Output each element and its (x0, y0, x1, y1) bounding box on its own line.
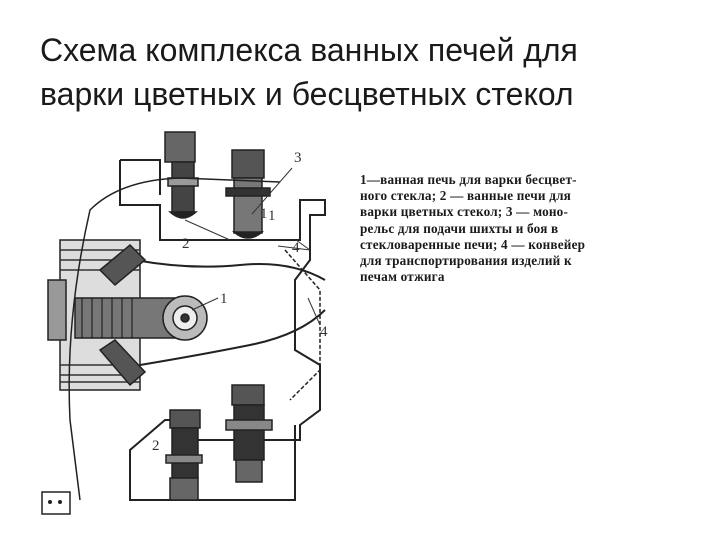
title-line-1: Схема комплекса ванных печей для (40, 32, 578, 68)
label-1-top: 1 (260, 206, 268, 222)
control-box (41, 491, 71, 515)
label-1-main: 1 (220, 291, 228, 307)
caption-line: рельс для подачи шихты и боя в (360, 220, 559, 236)
label-4-lower: 4 (320, 324, 328, 340)
top-furnace-right (225, 149, 271, 239)
caption-line: стекловаренные печи; 4 — конвейер (360, 236, 586, 252)
caption-line: ного стекла; 2 — ванные печи для (360, 188, 571, 204)
caption-line: для транспортирования изделий к (360, 253, 572, 269)
furnace-complex-diagram: 1 1 1 2 2 3 4 4 (41, 131, 328, 515)
bottom-furnace-left (165, 409, 203, 501)
diagram-caption: 1—ванная печь для варки бесцвет- ного ст… (360, 172, 700, 285)
conveyor-4 (284, 249, 321, 401)
title-line-2: варки цветных и бесцветных стекол (40, 76, 574, 112)
label-4-upper: 4 (292, 240, 300, 256)
caption-line: печам отжига (360, 269, 445, 285)
monorail-3 (68, 177, 281, 501)
caption-line: варки цветных стекол; 3 — моно- (360, 204, 569, 220)
top-furnace-left (164, 131, 199, 219)
label-2-bottom: 2 (152, 438, 160, 454)
bottom-furnace-right (225, 384, 273, 483)
main-furnace-1 (47, 239, 208, 391)
label-1-right: 1 (268, 208, 276, 224)
label-3: 3 (294, 150, 302, 166)
slide-title: Схема комплекса ванных печей для варки ц… (40, 28, 700, 116)
building-outline (119, 160, 326, 501)
center-band (134, 259, 326, 281)
label-2-top: 2 (182, 236, 190, 252)
caption-line: 1—ванная печь для варки бесцвет- (360, 172, 577, 187)
